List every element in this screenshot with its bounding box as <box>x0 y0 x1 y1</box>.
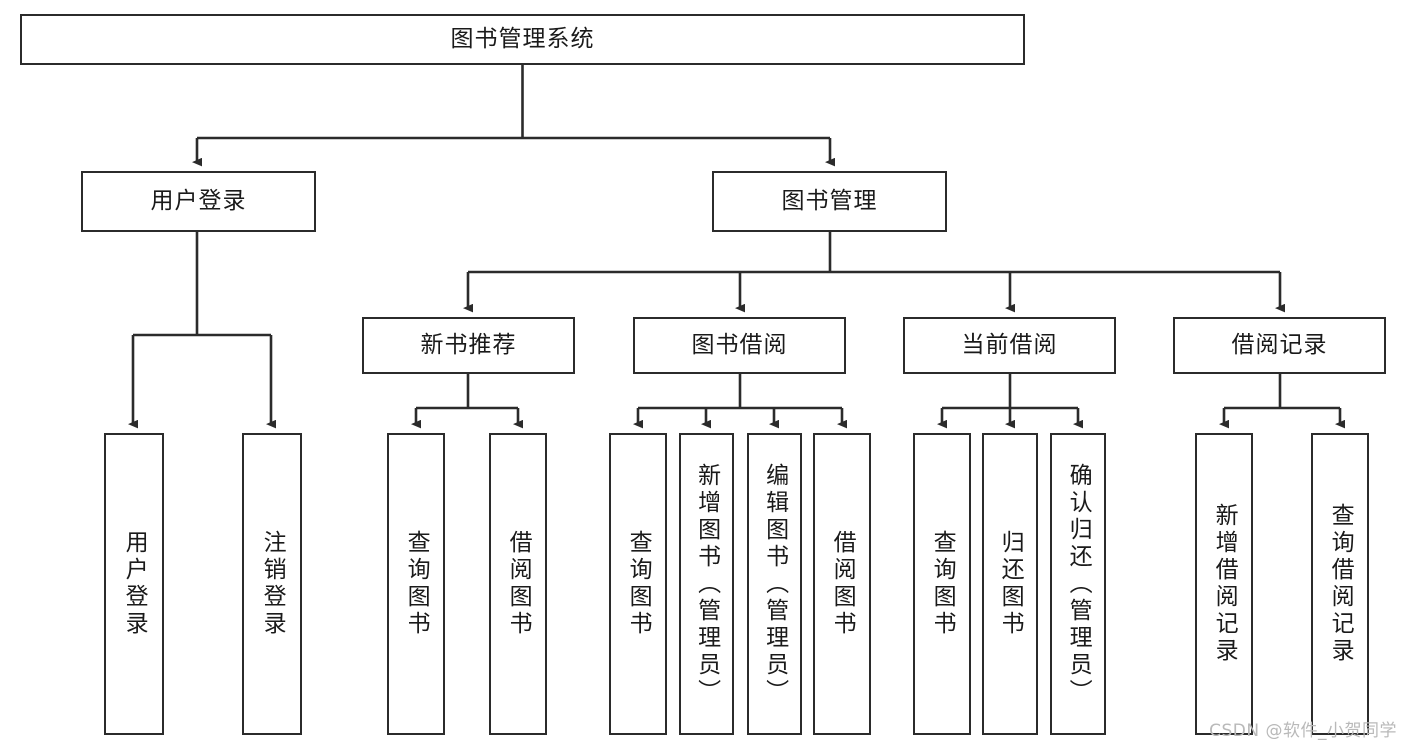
leaf-label: 编辑图书（管理员） <box>761 462 788 706</box>
leaf-borrow-add-book-admin[interactable]: 新增图书（管理员） <box>679 433 734 735</box>
leaf-record-add-record[interactable]: 新增借阅记录 <box>1195 433 1253 735</box>
node-new-book-recommend[interactable]: 新书推荐 <box>362 317 575 374</box>
leaf-label: 查询图书 <box>625 530 652 638</box>
node-borrow-record[interactable]: 借阅记录 <box>1173 317 1386 374</box>
node-book-borrow[interactable]: 图书借阅 <box>633 317 846 374</box>
leaf-current-confirm-return-admin[interactable]: 确认归还（管理员） <box>1050 433 1106 735</box>
leaf-label: 借阅图书 <box>505 530 532 638</box>
leaf-label: 借阅图书 <box>829 530 856 638</box>
node-book-management[interactable]: 图书管理 <box>712 171 947 232</box>
leaf-borrow-edit-book-admin[interactable]: 编辑图书（管理员） <box>747 433 802 735</box>
leaf-borrow-query-book[interactable]: 查询图书 <box>609 433 667 735</box>
leaf-label: 注销登录 <box>259 530 286 638</box>
leaf-user-login-signout[interactable]: 注销登录 <box>242 433 302 735</box>
leaf-label: 用户登录 <box>121 530 148 638</box>
leaf-recommend-query-book[interactable]: 查询图书 <box>387 433 445 735</box>
leaf-user-login-signin[interactable]: 用户登录 <box>104 433 164 735</box>
leaf-label: 新增图书（管理员） <box>693 462 720 706</box>
node-root-system[interactable]: 图书管理系统 <box>20 14 1025 65</box>
leaf-label: 查询图书 <box>403 530 430 638</box>
leaf-label: 查询图书 <box>929 530 956 638</box>
leaf-label: 查询借阅记录 <box>1327 503 1354 665</box>
leaf-current-query-book[interactable]: 查询图书 <box>913 433 971 735</box>
leaf-borrow-borrow-book[interactable]: 借阅图书 <box>813 433 871 735</box>
leaf-label: 确认归还（管理员） <box>1065 462 1092 706</box>
node-user-login[interactable]: 用户登录 <box>81 171 316 232</box>
leaf-label: 归还图书 <box>997 530 1024 638</box>
leaf-current-return-book[interactable]: 归还图书 <box>982 433 1038 735</box>
watermark-text: CSDN @软件_小贺同学 <box>1209 721 1397 741</box>
leaf-recommend-borrow-book[interactable]: 借阅图书 <box>489 433 547 735</box>
node-current-borrow[interactable]: 当前借阅 <box>903 317 1116 374</box>
leaf-label: 新增借阅记录 <box>1211 503 1238 665</box>
leaf-record-query-record[interactable]: 查询借阅记录 <box>1311 433 1369 735</box>
